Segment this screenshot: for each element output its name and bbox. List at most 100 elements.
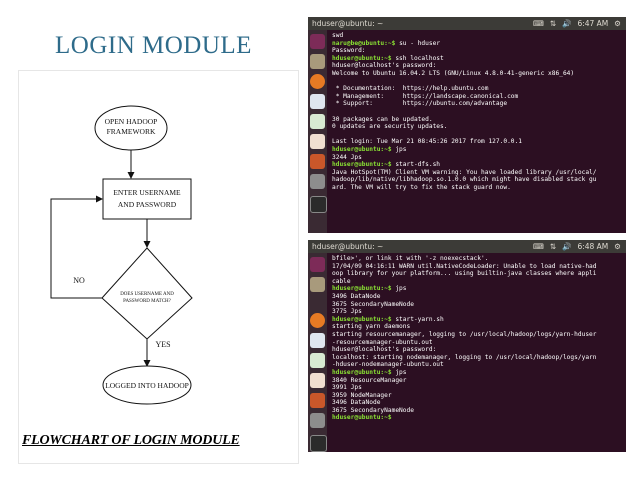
terminal-output-bottom[interactable]: bfile>', or link it with '-z noexecstack… [332,255,624,450]
terminal-line: starting resourcemanager, logging to /us… [332,331,624,339]
terminal-text: jps [392,146,407,153]
terminal-line: 17/04/09 04:16:11 WARN util.NativeCodeLo… [332,263,624,271]
terminal-text: 3840 ResourceManager [332,377,407,384]
terminal-text: 3496 DataNode [332,399,380,406]
start-node-label: FRAMEWORK [107,127,156,136]
keyboard-icon[interactable]: ⌨ [533,17,544,30]
terminal-line: Last login: Tue Mar 21 08:45:26 2017 fro… [332,138,624,146]
terminal-line [332,131,624,139]
top-panel-indicators: ⌨ ⇅ 🔊 6:47 AM ⚙ [533,17,621,30]
terminal-line: hduser@ubuntu:~$ jps [332,146,624,154]
terminal-line: hduser@ubuntu:~$ [332,414,624,422]
window-titlebar[interactable]: hduser@ubuntu: ~ ⌨ ⇅ 🔊 6:48 AM ⚙ [308,240,626,253]
writer-icon[interactable] [310,333,325,348]
ubuntu-dash-icon[interactable] [310,257,325,272]
terminal-text: swd [332,32,343,39]
terminal-line: 3675 SecondaryNameNode [332,301,624,309]
shell-prompt: hduser@ubuntu:~$ [332,369,392,376]
slide-title: LOGIN MODULE [55,32,252,60]
terminal-text: ard. The VM will try to fix the stack gu… [332,184,511,191]
firefox-icon[interactable] [310,313,325,328]
impress-icon[interactable] [310,373,325,388]
unity-launcher [308,30,327,233]
settings-icon[interactable] [310,174,325,189]
terminal-text: jps [392,369,407,376]
volume-icon[interactable]: 🔊 [562,17,571,30]
terminal-text: oop library for your platform... using b… [332,270,597,277]
firefox-icon[interactable] [310,74,325,89]
calc-icon[interactable] [310,353,325,368]
files-icon[interactable] [310,277,325,292]
terminal-window-bottom[interactable]: hduser@ubuntu: ~ ⌨ ⇅ 🔊 6:48 AM ⚙ bfile>'… [308,240,626,452]
terminal-text: cable [332,278,351,285]
settings-icon[interactable] [310,413,325,428]
terminal-text: Welcome to Ubuntu 16.04.2 LTS (GNU/Linux… [332,70,574,77]
files-icon[interactable] [310,54,325,69]
shell-prompt: naru@be@ubuntu:~$ [332,40,395,47]
network-icon[interactable]: ⇅ [550,17,556,30]
terminal-text: 30 packages can be updated. [332,116,433,123]
calc-icon[interactable] [310,114,325,129]
terminal-line: 3959 NodeManager [332,392,624,400]
terminal-text: su - hduser [395,40,440,47]
window-title: hduser@ubuntu: ~ [312,17,383,30]
terminal-line: ard. The VM will try to fix the stack gu… [332,184,624,192]
terminal-line: hduser@ubuntu:~$ jps [332,369,624,377]
network-icon[interactable]: ⇅ [550,240,556,253]
terminal-line: naru@be@ubuntu:~$ su - hduser [332,40,624,48]
flowchart-caption: FLOWCHART OF LOGIN MODULE [22,433,240,449]
terminal-text: * Support: https://ubuntu.com/advantage [332,100,507,107]
terminal-line: Java HotSpot(TM) Client VM warning: You … [332,169,624,177]
terminal-text: localhost: starting nodemanager, logging… [332,354,597,361]
writer-icon[interactable] [310,94,325,109]
input-node [103,179,191,219]
terminal-line: 3496 DataNode [332,293,624,301]
clock[interactable]: 6:48 AM [577,240,608,253]
terminal-icon[interactable] [310,435,327,452]
impress-icon[interactable] [310,134,325,149]
terminal-text: hduser@localhost's password: [332,62,436,69]
gear-icon[interactable]: ⚙ [614,240,621,253]
software-icon[interactable] [310,393,325,408]
terminal-line: hduser@ubuntu:~$ start-yarn.sh [332,316,624,324]
terminal-line: 3775 Jps [332,308,624,316]
end-node-label: LOGGED INTO HADOOP [105,381,189,390]
terminal-line: Password: [332,47,624,55]
unity-launcher [308,253,327,452]
window-titlebar[interactable]: hduser@ubuntu: ~ ⌨ ⇅ 🔊 6:47 AM ⚙ [308,17,626,30]
terminal-line: 30 packages can be updated. [332,116,624,124]
ubuntu-dash-icon[interactable] [310,34,325,49]
terminal-line: starting yarn daemons [332,323,624,331]
shell-prompt: hduser@ubuntu:~$ [332,414,392,421]
terminal-text: Java HotSpot(TM) Client VM warning: You … [332,169,597,176]
terminal-icon[interactable] [310,196,327,213]
terminal-text: 3244 Jps [332,154,362,161]
keyboard-icon[interactable]: ⌨ [533,240,544,253]
terminal-line: * Management: https://landscape.canonica… [332,93,624,101]
terminal-text: Last login: Tue Mar 21 08:45:26 2017 fro… [332,138,522,145]
terminal-text: bfile>', or link it with '-z noexecstack… [332,255,488,262]
terminal-text: starting resourcemanager, logging to /us… [332,331,597,338]
software-icon[interactable] [310,154,325,169]
yes-label: YES [155,340,170,349]
terminal-text: ssh localhost [392,55,444,62]
terminal-line: 3991 Jps [332,384,624,392]
clock[interactable]: 6:47 AM [577,17,608,30]
terminal-text: 3959 NodeManager [332,392,392,399]
volume-icon[interactable]: 🔊 [562,240,571,253]
terminal-line: hduser@ubuntu:~$ start-dfs.sh [332,161,624,169]
terminal-line: hduser@ubuntu:~$ jps [332,285,624,293]
terminal-line: oop library for your platform... using b… [332,270,624,278]
terminal-line: cable [332,278,624,286]
terminal-text: 3775 Jps [332,308,362,315]
shell-prompt: hduser@ubuntu:~$ [332,146,392,153]
terminal-line: swd [332,32,624,40]
gear-icon[interactable]: ⚙ [614,17,621,30]
terminal-line: 3244 Jps [332,154,624,162]
terminal-text: hduser@localhost's password: [332,346,436,353]
shell-prompt: hduser@ubuntu:~$ [332,316,392,323]
terminal-line: hadoop/lib/native/libhadoop.so.1.0.0 whi… [332,176,624,184]
terminal-text: start-yarn.sh [392,316,444,323]
